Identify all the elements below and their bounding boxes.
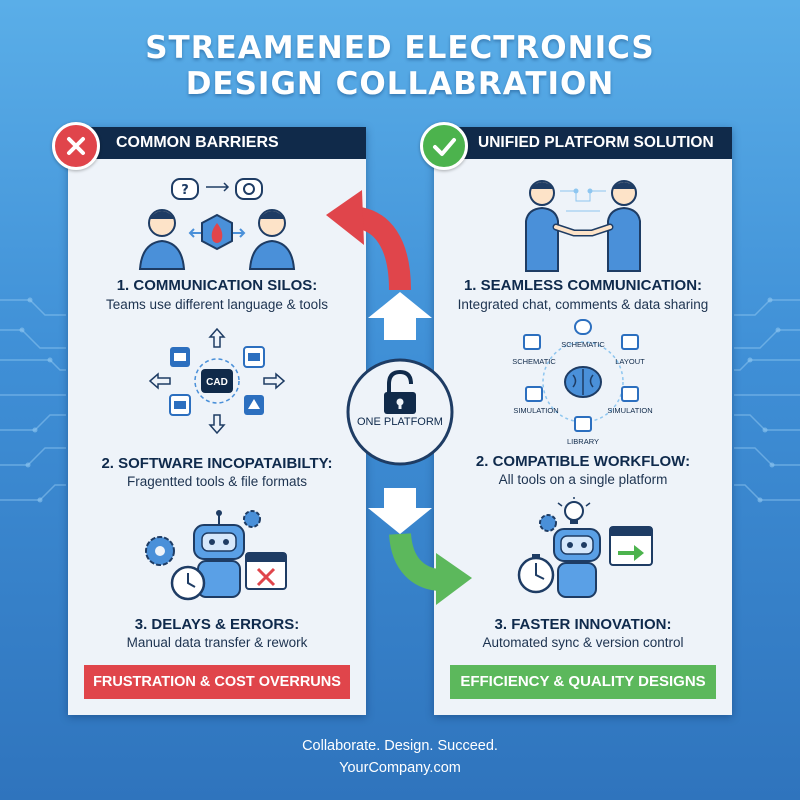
solution-banner: EFFICIENCY & QUALITY DESIGNS	[450, 665, 716, 699]
gear-bubble-icon	[235, 178, 263, 200]
gear-top-icon	[243, 510, 261, 528]
fire-icon	[201, 213, 233, 251]
person-right-icon	[607, 180, 641, 272]
solution-1-title: 1. SEAMLESS COMMUNICATION:	[463, 277, 703, 294]
footer-website[interactable]: YourCompany.com	[339, 760, 461, 776]
unlocked-padlock-icon	[384, 369, 416, 414]
faster-innovation-illustration	[517, 497, 653, 598]
solution-panel: UNIFIED PLATFORM SOLUTION	[434, 127, 732, 715]
gear-icon	[539, 514, 557, 532]
title-line-2: DESIGN COLLABRATION	[185, 66, 615, 102]
seamless-communication-illustration	[525, 180, 641, 272]
page-title: STREAMENED ELECTRONICS DESIGN COLLABRATI…	[0, 30, 800, 102]
barriers-banner: FRUSTRATION & COST OVERRUNS	[84, 665, 350, 699]
handshake-icon	[552, 223, 614, 237]
person-left-icon	[525, 180, 559, 272]
software-incompatibility-illustration: CAD	[148, 327, 286, 435]
green-curved-arrow-icon	[389, 532, 472, 605]
solution-3-desc: Automated sync & version control	[482, 635, 684, 650]
solution-check-badge	[420, 122, 468, 170]
white-down-arrow-icon	[368, 488, 432, 534]
barriers-heading: COMMON BARRIERS	[68, 127, 366, 159]
solution-3-title: 3. FASTER INNOVATION:	[494, 616, 672, 633]
robot-icon	[193, 510, 245, 598]
one-platform-hub	[346, 358, 454, 466]
stopwatch-icon	[170, 565, 206, 601]
barriers-x-badge	[52, 122, 100, 170]
white-up-arrow-icon	[368, 292, 432, 340]
module-library: LIBRARY	[567, 437, 599, 446]
compatible-workflow-illustration	[523, 319, 639, 432]
delays-errors-illustration	[145, 510, 287, 601]
gear-left-icon	[145, 536, 175, 566]
person-left-icon	[138, 209, 186, 270]
calendar-sync-icon	[609, 526, 653, 566]
solution-heading: UNIFIED PLATFORM SOLUTION	[434, 127, 732, 159]
module-simulation-left: SIMULATION	[513, 406, 559, 415]
person-right-icon	[248, 209, 296, 270]
barriers-panel: COMMON BARRIERS ?	[68, 127, 366, 715]
barrier-3-title: 3. DELAYS & ERRORS:	[134, 616, 300, 633]
title-line-1: STREAMENED ELECTRONICS	[145, 30, 655, 66]
stopwatch-icon	[517, 554, 555, 594]
solution-1-desc: Integrated chat, comments & data sharing	[457, 297, 709, 312]
barrier-3-desc: Manual data transfer & rework	[126, 635, 308, 650]
communication-silos-illustration: ?	[138, 178, 296, 270]
svg-text:?: ?	[181, 183, 189, 198]
module-simulation-right: SIMULATION	[607, 406, 653, 415]
footer-tagline: Collaborate. Design. Succeed.	[302, 738, 498, 754]
hub-label: ONE PLATFORM	[357, 416, 443, 428]
barrier-1-title: 1. COMMUNICATION SILOS:	[116, 277, 318, 294]
check-icon	[433, 138, 456, 156]
question-bubble-icon: ?	[171, 178, 199, 200]
barrier-1-desc: Teams use different language & tools	[106, 297, 328, 312]
cad-label: CAD	[206, 377, 228, 388]
module-schematic-top: SCHEMATIC	[561, 340, 605, 349]
robot-icon	[553, 528, 601, 598]
solution-2-desc: All tools on a single platform	[498, 472, 668, 487]
module-layout: LAYOUT	[615, 357, 645, 366]
module-schematic-left: SCHEMATIC	[512, 357, 556, 366]
red-curved-arrow-icon	[326, 190, 411, 291]
barrier-2-title: 2. SOFTWARE INCOPATAIBILTY:	[101, 455, 333, 472]
barrier-2-desc: Fragentted tools & file formats	[126, 474, 308, 489]
brain-icon	[564, 366, 602, 398]
calendar-error-icon	[245, 552, 287, 590]
x-icon	[67, 137, 85, 155]
cad-icon: CAD	[201, 369, 233, 393]
lightbulb-icon	[557, 497, 591, 524]
solution-2-title: 2. COMPATIBLE WORKFLOW:	[475, 453, 691, 470]
